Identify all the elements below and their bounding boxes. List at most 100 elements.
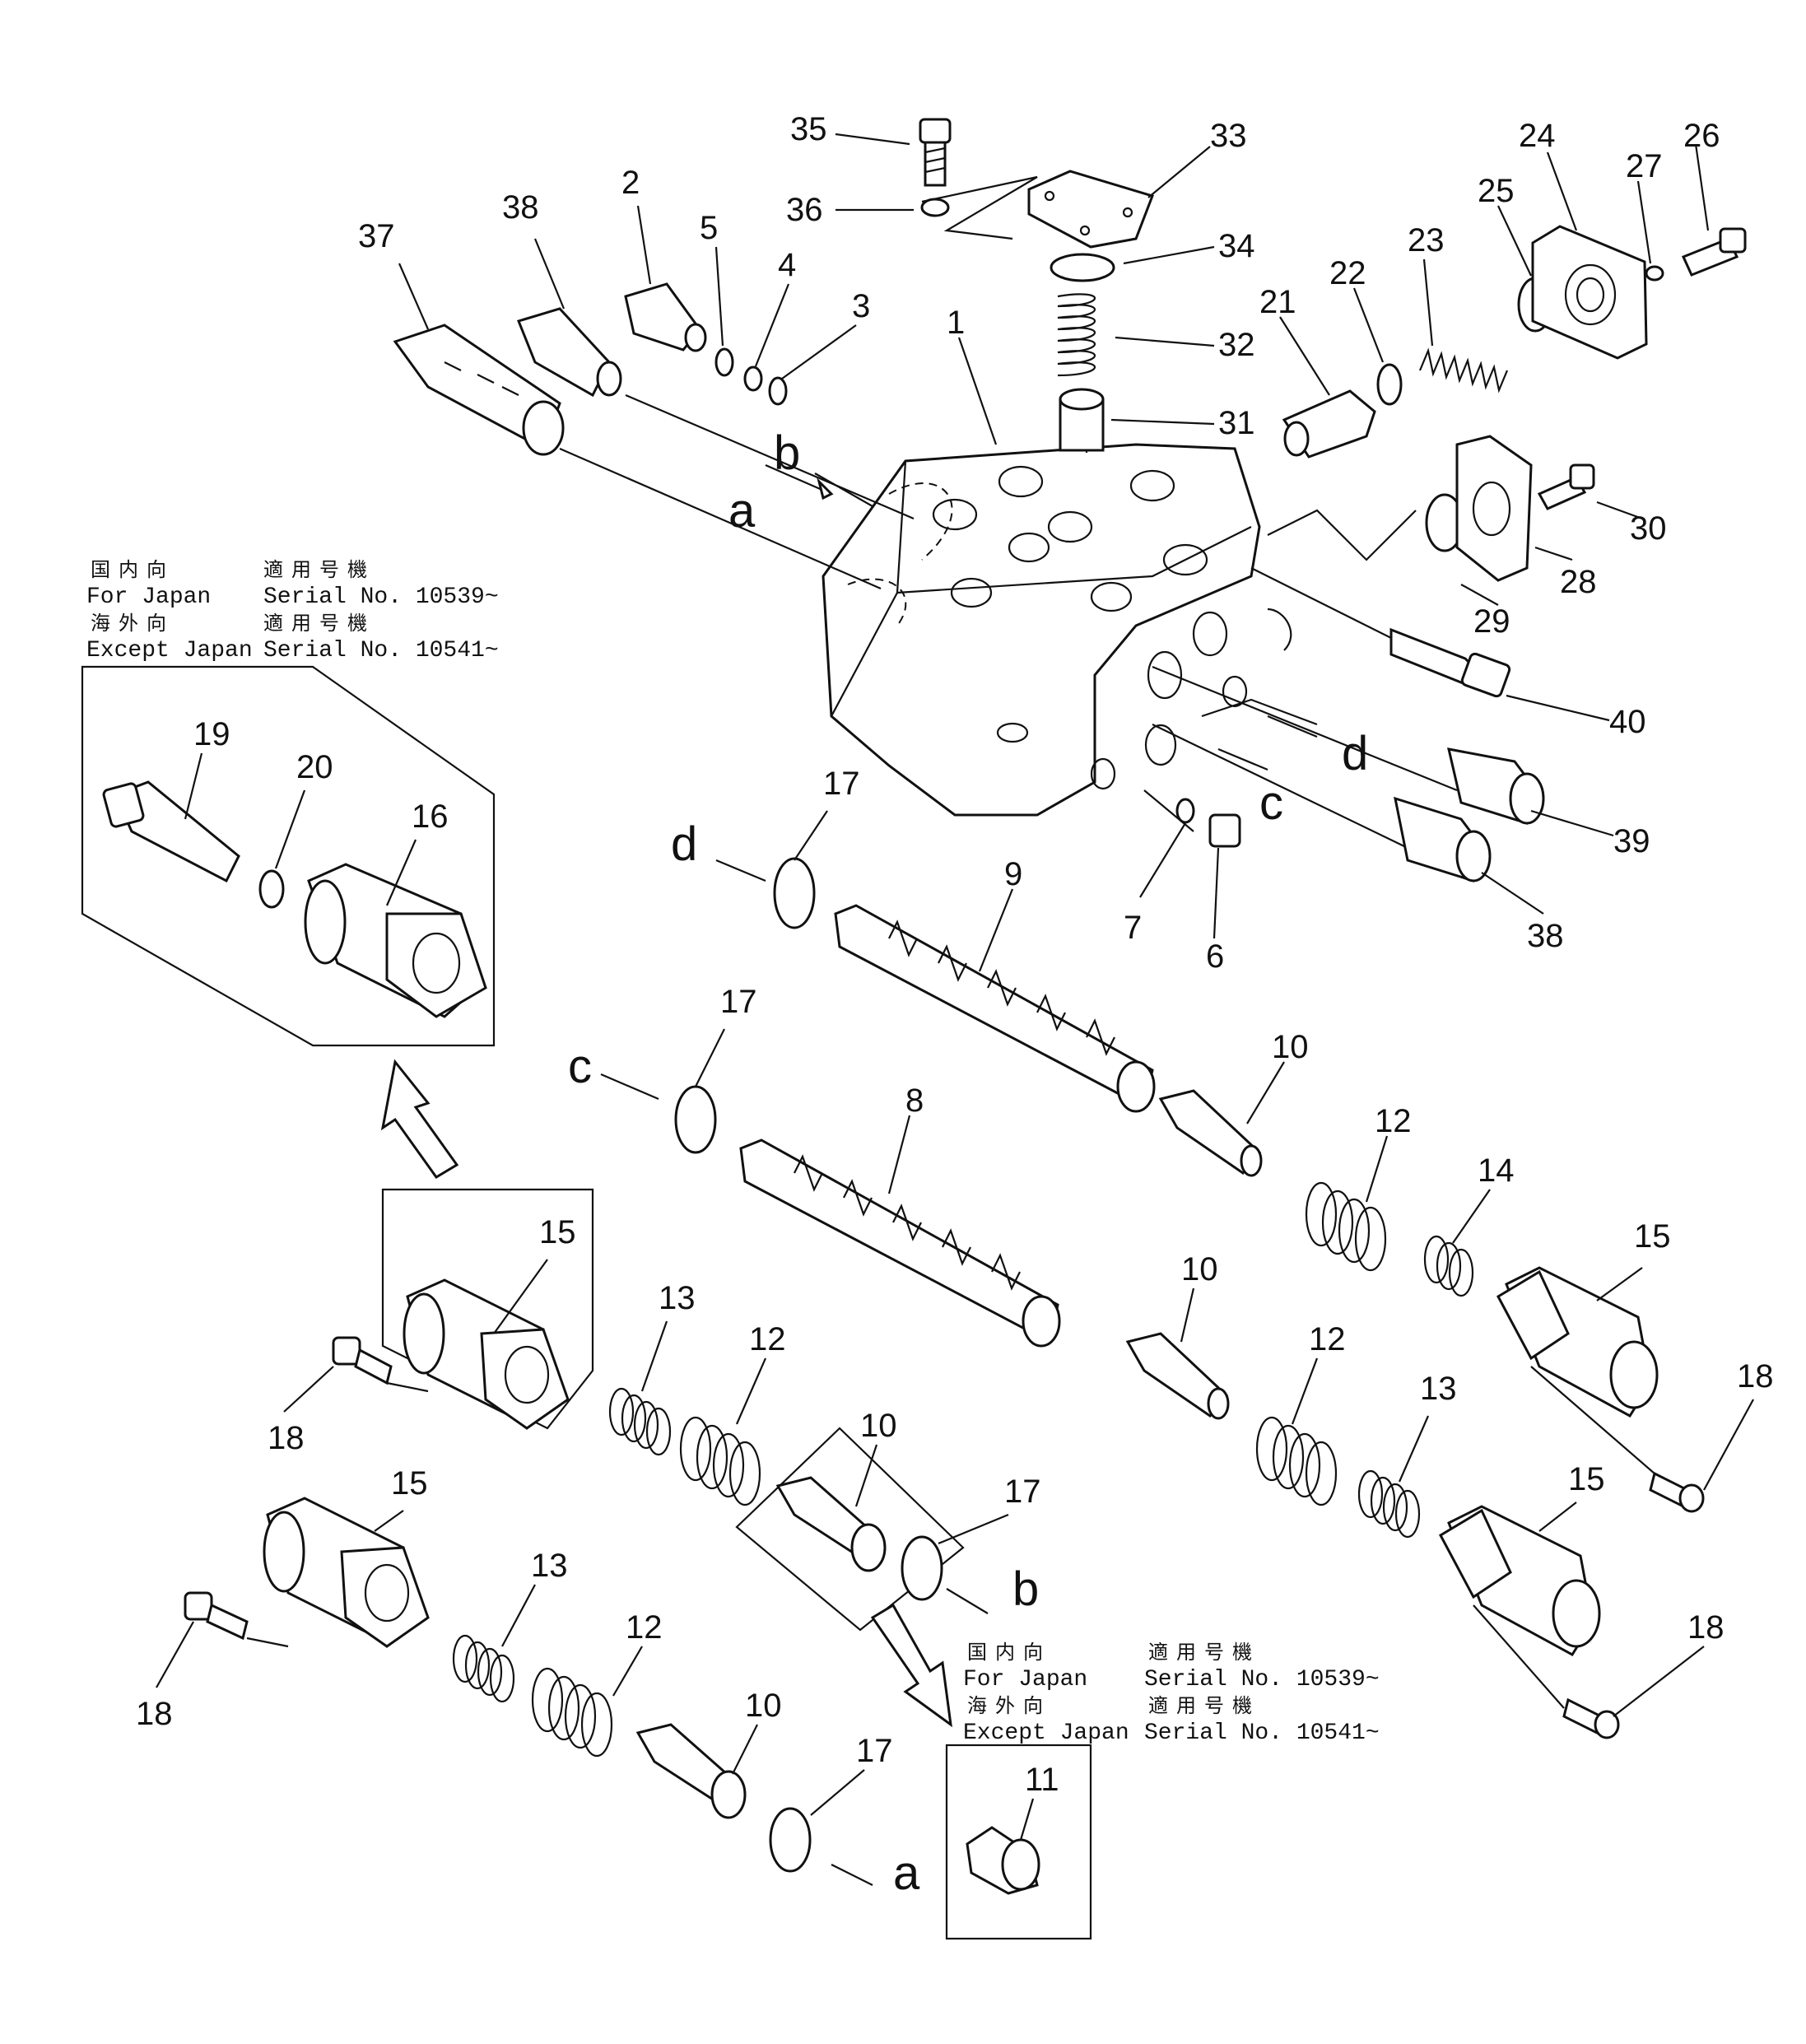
note-left-jp1: 国内向 (91, 558, 175, 581)
note-bottom-jp2: 海外向 (967, 1694, 1051, 1717)
spring-part-12-b (1255, 1416, 1338, 1506)
note-left-ser2: Serial No. 10541~ (263, 638, 499, 663)
callout-21: 21 (1259, 284, 1296, 320)
note-bottom-ser2: Serial No. 10541~ (1144, 1720, 1380, 1746)
cover-plate-part-33 (1027, 170, 1154, 249)
serial-note-bottom: 国内向 適用号機 For Japan Serial No. 10539~ 海外向… (963, 1641, 1380, 1746)
note-left-jp1b: 適用号機 (263, 558, 375, 581)
flow-letter-a-top: a (728, 484, 756, 538)
flange-part-24 (1531, 225, 1648, 360)
callout-1: 1 (947, 305, 965, 341)
o-ring-part-17-c (674, 1085, 717, 1154)
callout-leaders (156, 133, 1754, 1841)
note-bottom-en1: For Japan (963, 1667, 1087, 1692)
callout-numbers: 35 36 33 34 32 31 24 26 27 25 23 22 21 3… (136, 111, 1774, 1798)
serial-note-left: 国内向 適用号機 For Japan Serial No. 10539~ 海外向… (86, 558, 499, 663)
cap-part-15-d (263, 1497, 430, 1648)
callout-18-d: 18 (136, 1696, 173, 1732)
note-left-jp2: 海外向 (91, 612, 175, 635)
callout-25: 25 (1478, 173, 1515, 209)
note-bottom-jp2b: 適用号機 (1148, 1694, 1260, 1717)
inset-box-left (81, 665, 496, 1047)
ring-part-4 (743, 365, 763, 392)
flow-letter-d-left: d (671, 817, 697, 871)
note-left-en2: Except Japan (86, 638, 253, 663)
seat-part-10-c (775, 1476, 887, 1572)
callout-18-c: 18 (268, 1420, 305, 1456)
seat-part-10-b (1125, 1332, 1230, 1420)
bolt-part-35 (919, 118, 952, 187)
o-ring-part-3 (768, 376, 788, 406)
callout-15-b: 15 (1568, 1461, 1605, 1497)
note-bottom-en2: Except Japan (963, 1720, 1129, 1746)
callout-13-b: 13 (659, 1280, 696, 1316)
callout-18-b: 18 (1687, 1609, 1725, 1646)
callout-13-c: 13 (531, 1548, 568, 1584)
callout-7: 7 (1124, 910, 1142, 946)
callout-33: 33 (1210, 118, 1247, 154)
valve-body-part-1 (822, 443, 1292, 817)
cap-part-15-a (1496, 1266, 1659, 1418)
plug-part-21 (1282, 389, 1376, 459)
callout-23: 23 (1408, 222, 1445, 258)
callout-35: 35 (790, 111, 827, 147)
callout-38-right: 38 (1527, 918, 1564, 954)
callout-10-a: 10 (1272, 1029, 1309, 1065)
callout-28: 28 (1560, 564, 1597, 600)
callout-19: 19 (193, 716, 230, 752)
cap-part-15-b (1439, 1505, 1601, 1656)
spool-part-9 (834, 904, 1156, 1113)
callout-24: 24 (1519, 118, 1556, 154)
callout-36: 36 (786, 192, 823, 228)
callout-22: 22 (1329, 255, 1366, 291)
flow-letters: a b c d d c b a (568, 426, 1368, 1900)
bolt-part-26 (1681, 227, 1747, 277)
flow-arrows (600, 463, 1318, 1886)
spring-part-12-d (531, 1667, 613, 1758)
callout-5: 5 (700, 210, 718, 246)
seat-part-10-a (1158, 1089, 1263, 1177)
cover-part-28 (1455, 435, 1533, 582)
washer-part-27 (1645, 265, 1664, 282)
flow-letter-d-top: d (1342, 727, 1368, 780)
callout-17-b: 17 (1004, 1474, 1041, 1510)
o-ring-part-34 (1050, 253, 1115, 282)
callout-17-d: 17 (823, 766, 860, 802)
callout-15-d: 15 (391, 1465, 428, 1502)
spring-part-12-c (679, 1416, 761, 1506)
callout-30: 30 (1630, 510, 1667, 547)
callout-11: 11 (1025, 1762, 1059, 1798)
callout-10-d: 10 (745, 1688, 782, 1724)
plug-part-6 (1208, 813, 1241, 848)
plug-part-2 (624, 282, 707, 352)
valve-part-38-right (1394, 796, 1492, 882)
callout-38-left: 38 (502, 189, 539, 226)
callout-18-a: 18 (1737, 1358, 1774, 1394)
spring-part-32 (1057, 293, 1096, 377)
spring-part-12-a (1305, 1181, 1387, 1272)
o-ring-part-20 (258, 869, 285, 909)
flow-letter-b-bottom: b (1012, 1562, 1039, 1616)
note-left-jp2b: 適用号機 (263, 612, 375, 635)
callout-31: 31 (1218, 405, 1255, 441)
callout-4: 4 (778, 247, 796, 283)
spring-part-14 (1423, 1235, 1474, 1297)
bolt-part-30 (1537, 463, 1595, 510)
callout-17-c: 17 (720, 984, 757, 1020)
callout-3: 3 (852, 288, 870, 324)
valve-part-39 (1447, 747, 1545, 825)
callout-15-a: 15 (1634, 1218, 1671, 1255)
callout-39: 39 (1613, 823, 1650, 859)
callout-13-a: 13 (1420, 1371, 1457, 1407)
arrow-to-left-inset (380, 1059, 459, 1179)
callout-6: 6 (1206, 938, 1224, 975)
callout-8: 8 (905, 1083, 924, 1119)
callout-14: 14 (1478, 1152, 1515, 1189)
callout-32: 32 (1218, 327, 1255, 363)
bolt-part-18-a (1649, 1471, 1705, 1513)
spring-part-23 (1418, 347, 1509, 393)
note-bottom-jp1: 国内向 (967, 1641, 1051, 1664)
inset-box-left-lower (381, 1188, 594, 1430)
bolt-part-18-c (332, 1336, 393, 1385)
o-ring-part-17-a (769, 1807, 812, 1873)
